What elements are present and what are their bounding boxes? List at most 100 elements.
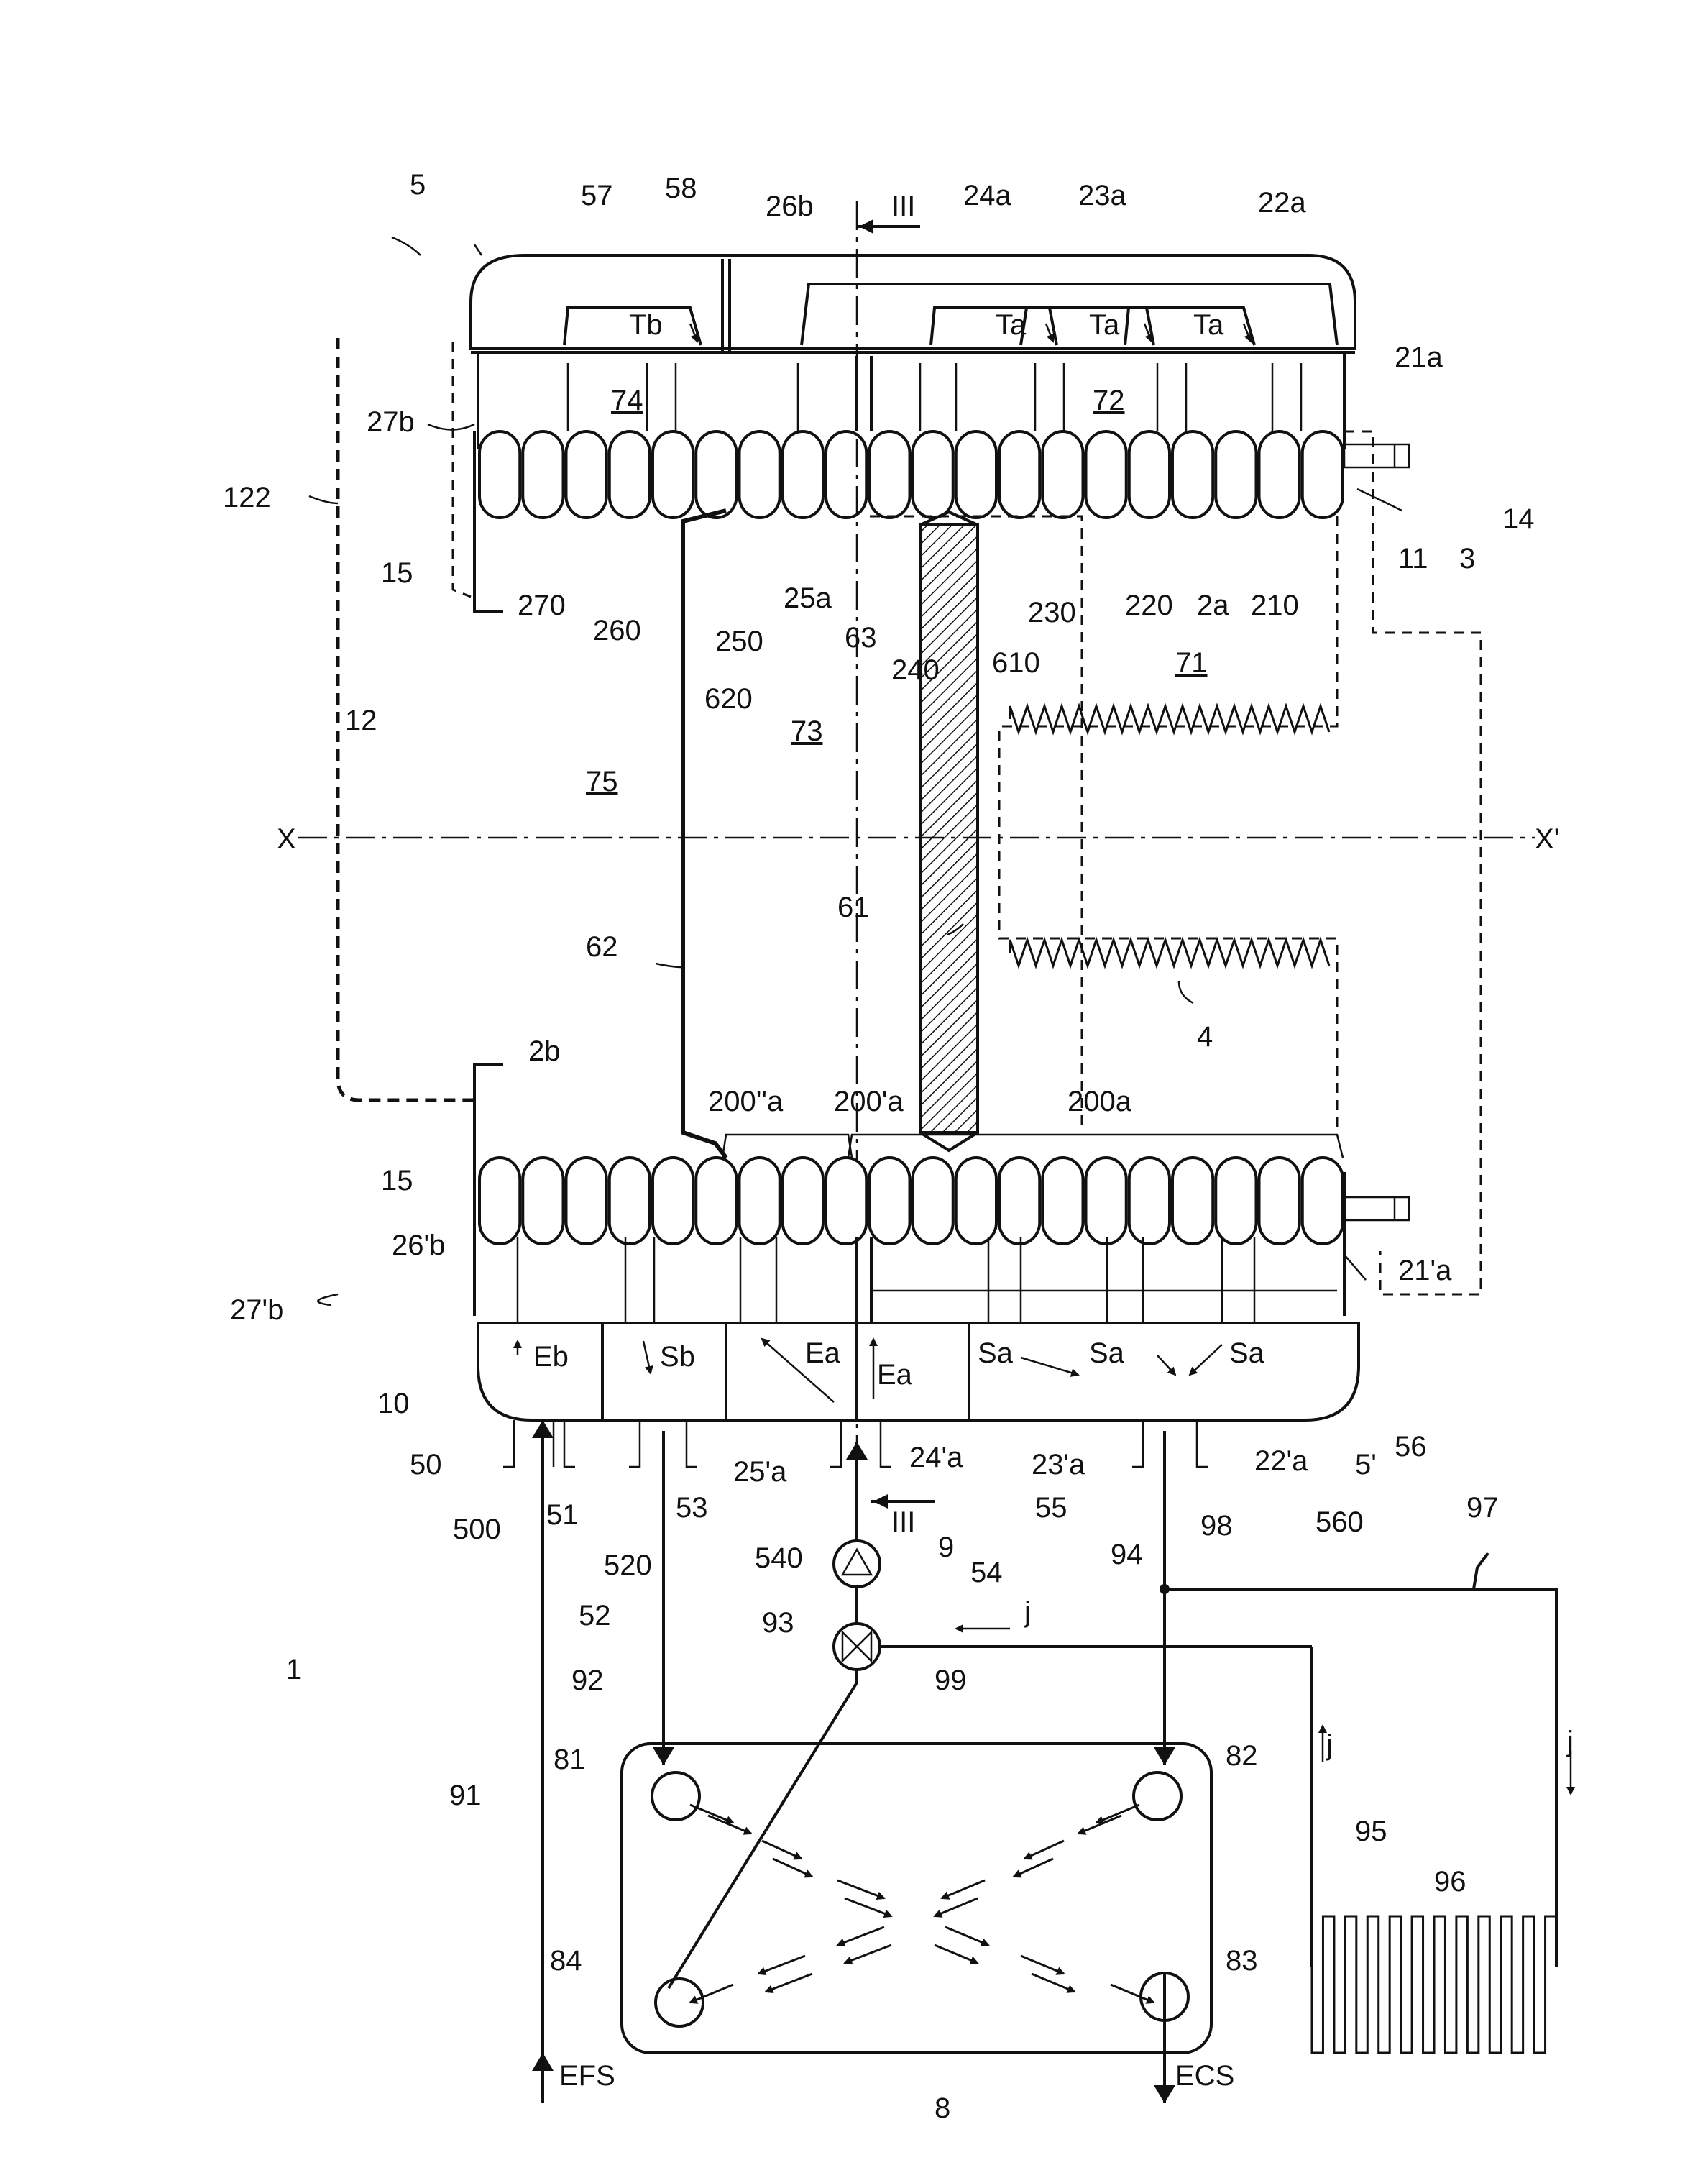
coil-tube: [1259, 431, 1300, 518]
label-5: 5: [410, 169, 426, 201]
flow-arrow: [945, 1927, 988, 1945]
label-200a: 200a: [1068, 1086, 1132, 1117]
coil-tube: [566, 431, 607, 518]
bottom-partitions: [518, 1237, 1337, 1323]
label-ea-1: Ea: [805, 1337, 841, 1369]
label-56: 56: [1395, 1431, 1427, 1463]
flow-arrow: [837, 1880, 884, 1898]
label-24a: 24a: [963, 180, 1011, 211]
label-51: 51: [546, 1499, 579, 1531]
label-11: 11: [1398, 543, 1428, 575]
radiator-96: [1312, 1916, 1556, 2053]
label-200pp-a: 200''a: [708, 1086, 784, 1117]
label-8: 8: [935, 2092, 950, 2124]
flow-arrow: [1024, 1841, 1064, 1859]
label-61: 61: [837, 892, 870, 923]
label-27p-b: 27'b: [230, 1294, 283, 1326]
label-x-prime: X': [1535, 823, 1559, 855]
label-560: 560: [1316, 1506, 1364, 1538]
label-97: 97: [1466, 1492, 1499, 1524]
label-sa-3: Sa: [1229, 1337, 1265, 1369]
label-98: 98: [1200, 1510, 1233, 1542]
flow-arrow: [1078, 1816, 1121, 1834]
coil-tube: [1042, 431, 1083, 518]
coil-tube: [479, 431, 520, 518]
label-240: 240: [891, 654, 940, 686]
label-55: 55: [1035, 1492, 1068, 1524]
label-15-top: 15: [381, 557, 413, 589]
label-27b: 27b: [367, 406, 415, 438]
label-250: 250: [715, 626, 763, 657]
flow-arrow: [766, 1974, 812, 1992]
label-260: 260: [593, 615, 641, 646]
label-22p-a: 22'a: [1254, 1445, 1308, 1477]
label-620: 620: [704, 683, 753, 715]
coil-tube: [566, 1158, 607, 1244]
coil-tube: [783, 1158, 823, 1244]
label-540: 540: [755, 1542, 803, 1574]
label-22a: 22a: [1258, 187, 1306, 219]
label-21p-a: 21'a: [1398, 1255, 1452, 1286]
coil-tube: [913, 431, 953, 518]
label-74: 74: [611, 385, 643, 416]
coil-tube: [869, 431, 909, 518]
label-53: 53: [676, 1492, 708, 1524]
label-x: X: [277, 823, 296, 855]
label-23a: 23a: [1078, 180, 1126, 211]
label-tb: Tb: [629, 309, 663, 341]
coil-tube: [610, 1158, 650, 1244]
coil-tube: [1172, 431, 1213, 518]
bottom-header: [478, 1323, 1359, 1420]
label-j-2: j: [1326, 1729, 1333, 1761]
label-12: 12: [345, 705, 377, 736]
label-54: 54: [970, 1557, 1003, 1588]
coil-tube: [999, 1158, 1039, 1244]
label-96: 96: [1434, 1866, 1466, 1898]
label-15-bottom: 15: [381, 1165, 413, 1196]
flow-arrow: [1096, 1805, 1139, 1823]
brackets-200: [722, 1135, 1343, 1158]
label-93: 93: [762, 1607, 794, 1639]
label-sa-1: Sa: [978, 1337, 1014, 1369]
label-230: 230: [1028, 597, 1076, 628]
coil-tube: [740, 1158, 780, 1244]
coil-tube: [1303, 431, 1343, 518]
label-10: 10: [377, 1388, 410, 1419]
label-62: 62: [586, 931, 618, 963]
label-14: 14: [1502, 503, 1535, 535]
label-200p-a: 200'a: [834, 1086, 904, 1117]
burner-zigzag: [1010, 706, 1329, 732]
flow-arrow: [708, 1816, 751, 1834]
label-57: 57: [581, 180, 613, 211]
label-73: 73: [791, 715, 823, 747]
flow-arrow: [845, 1898, 891, 1916]
coil-tube: [1086, 1158, 1126, 1244]
label-75: 75: [586, 766, 618, 797]
top-coil-row: [479, 431, 1343, 518]
coil-tube: [1086, 431, 1126, 518]
label-2a: 2a: [1197, 590, 1229, 621]
top-partitions: [478, 354, 1344, 449]
burner-coil-lower: [1010, 940, 1329, 966]
flow-arrow: [1021, 1956, 1064, 1974]
coil-tube: [610, 431, 650, 518]
flow-arrow: [935, 1945, 978, 1963]
coil-tube: [1129, 431, 1170, 518]
flow-arrow: [690, 1805, 733, 1823]
flow-arrow: [1014, 1859, 1053, 1877]
label-220: 220: [1125, 590, 1173, 621]
label-4: 4: [1197, 1021, 1213, 1053]
coil-tube: [696, 1158, 736, 1244]
coil-tube: [1216, 431, 1256, 518]
label-92: 92: [571, 1665, 604, 1696]
label-500: 500: [453, 1514, 501, 1545]
label-81: 81: [554, 1744, 586, 1775]
label-ta-1: Ta: [996, 309, 1027, 341]
label-82: 82: [1226, 1740, 1258, 1772]
label-270: 270: [518, 590, 566, 621]
label-iii-top: III: [891, 191, 915, 222]
coil-tube: [999, 431, 1039, 518]
coil-tube: [1216, 1158, 1256, 1244]
bottom-coil-row: [479, 1158, 1343, 1244]
